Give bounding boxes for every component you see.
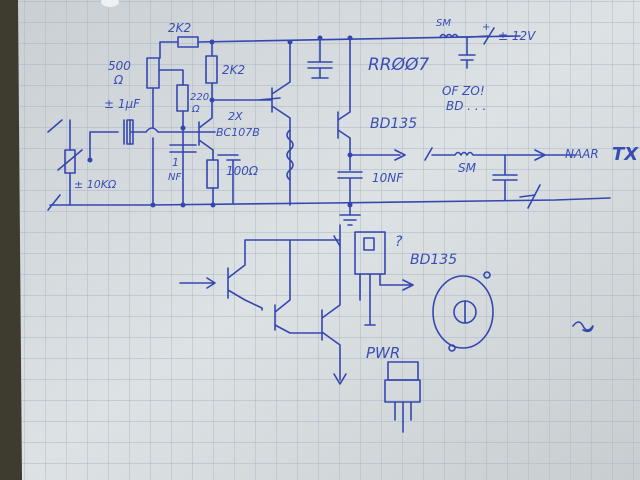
label-pot-500: 500 (108, 59, 131, 73)
label-cap-1nf-a: 1 (172, 156, 179, 169)
label-cap-1nf-b: NF (168, 172, 181, 183)
label-pwr: PWR (366, 344, 400, 362)
label-pot-10k: ± 10KΩ (74, 178, 117, 191)
label-sm-out: SM (458, 161, 477, 175)
label-plus: + (482, 22, 490, 33)
label-cap-10nf: 10NF (372, 171, 404, 185)
label-pot-500-unit: Ω (113, 73, 124, 87)
junction-dots (87, 35, 353, 208)
label-supply: ± 12V (498, 29, 536, 43)
label-r-top: 2K2 (168, 21, 191, 35)
binder-hole (101, 0, 119, 7)
label-qty: 2X (228, 110, 243, 123)
label-bc107b: BC107B (216, 126, 260, 139)
label-r-220: 220 (190, 92, 209, 103)
schematic-wires (47, 27, 611, 433)
label-bd135-pkg: BD135 (410, 252, 457, 268)
label-question: ? (395, 234, 403, 250)
label-note2: BD . . . (446, 99, 486, 113)
label-title: RRØØ7 (368, 55, 429, 75)
label-r-2k2: 2K2 (222, 63, 245, 77)
label-r-100: 100Ω (226, 164, 259, 178)
label-output-tx: TX (612, 144, 639, 165)
schematic-labels: 2K2 500 Ω 2K2 220 Ω ± 1µF 2X BC107B 1 NF… (74, 18, 639, 362)
label-output: NAAR (565, 147, 599, 161)
label-bd135: BD135 (370, 116, 417, 132)
label-note1: OF ZO! (442, 84, 485, 98)
label-sm-top: SM (436, 18, 451, 29)
label-r-220-unit: Ω (191, 104, 200, 115)
label-cap-1uf: ± 1µF (104, 97, 141, 111)
